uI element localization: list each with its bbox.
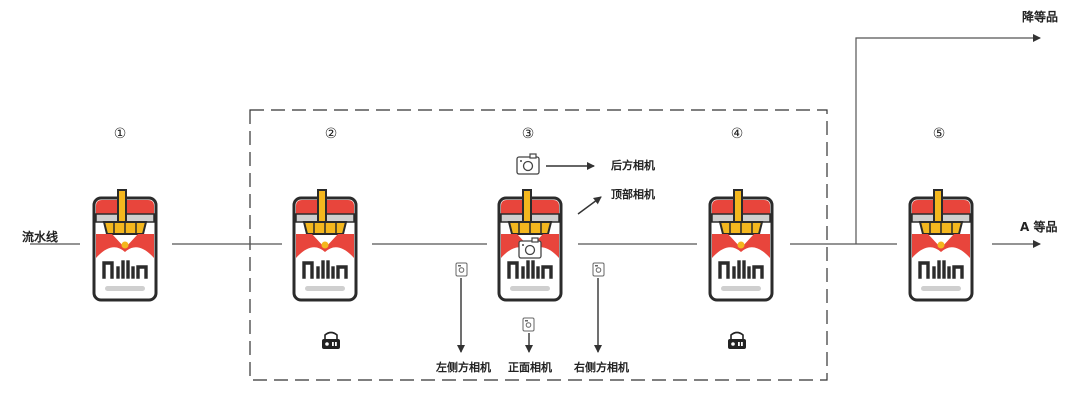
- step-5: ⑤: [932, 126, 946, 142]
- front-camera-icon: [522, 317, 535, 332]
- cigarette-pack-1: [92, 188, 158, 302]
- sensor-icon-step4: [727, 331, 747, 350]
- sensor-icon-step2: [321, 331, 341, 350]
- left-side-camera-label: 左侧方相机: [436, 361, 491, 374]
- step-3: ③: [521, 126, 535, 142]
- top-camera-label: 顶部相机: [611, 188, 655, 201]
- grade-a-output-label: A 等品: [1020, 220, 1058, 234]
- top-camera-icon: [518, 237, 542, 259]
- step-2: ②: [324, 126, 338, 142]
- right-side-camera-label: 右侧方相机: [574, 361, 629, 374]
- left-side-camera-icon: [455, 262, 468, 277]
- downgrade-output-arrow: [855, 34, 1041, 244]
- top-camera-arrow: [577, 196, 602, 215]
- cigarette-pack-4: [708, 188, 774, 302]
- rear-camera-label: 后方相机: [611, 159, 655, 172]
- downgrade-output-label: 降等品: [1022, 10, 1059, 24]
- cigarette-pack-5: [908, 188, 974, 302]
- right-side-camera-icon: [592, 262, 605, 277]
- inspection-zone-border: [249, 109, 828, 381]
- step-1: ①: [113, 126, 127, 142]
- rear-camera-icon: [516, 153, 540, 175]
- cigarette-pack-2: [292, 188, 358, 302]
- step-4: ④: [730, 126, 744, 142]
- input-label: 流水线: [22, 230, 59, 244]
- front-camera-label: 正面相机: [508, 361, 552, 374]
